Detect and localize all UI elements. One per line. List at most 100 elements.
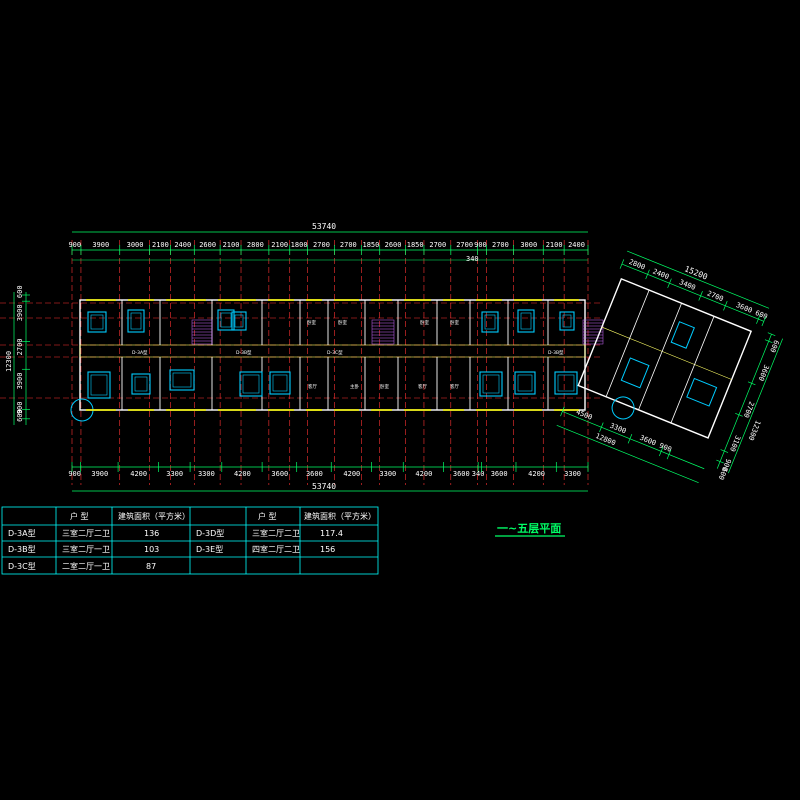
bottom-dim-label: 3600 <box>271 470 288 478</box>
wing-partition <box>670 316 715 424</box>
drawing-title: 一~五层平面 <box>497 522 561 535</box>
room-label: D-3C型 <box>327 349 343 356</box>
room-label: 主卧 <box>350 383 359 390</box>
wing-furniture <box>670 321 695 349</box>
left-dim-label: 2700 <box>16 338 24 355</box>
wing-bottom-dim-tick <box>560 406 565 417</box>
furniture-detail <box>172 372 192 388</box>
wing-outline <box>577 277 753 439</box>
bottom-dim-label: 3300 <box>166 470 183 478</box>
table-cell: D-3E型 <box>196 545 223 554</box>
furniture-block <box>169 369 195 391</box>
furniture-block <box>479 371 503 397</box>
furniture-block <box>239 371 263 397</box>
dim-total-bottom: 53740 <box>312 482 336 491</box>
top-dim-label: 2700 <box>313 241 330 249</box>
room-label: 客厅 <box>450 383 459 390</box>
top-dim-label: 1800 <box>291 241 308 249</box>
bottom-dim-label: 3600 <box>453 470 470 478</box>
wing-right-dim-tick <box>720 449 729 453</box>
drawing-title-group: 一~五层平面 <box>495 522 565 537</box>
furniture-block <box>269 371 291 395</box>
furniture-block <box>517 309 535 333</box>
wing-top-dim-tick <box>645 269 650 280</box>
room-label: 卧室 <box>450 319 459 326</box>
furniture-block <box>559 311 575 331</box>
furniture-block <box>87 371 111 399</box>
bottom-dim-label: 4200 <box>415 470 432 478</box>
wing-right-dim-tick <box>716 459 724 464</box>
corridor <box>79 344 586 358</box>
wing-dim-top <box>627 250 770 309</box>
furniture-detail <box>484 314 496 330</box>
bottom-dimension-chain: 53740 900 3900 4200 3300 3300 4200 3600 3600 420… <box>68 462 589 492</box>
bottom-dim-label: 3600 <box>491 470 508 478</box>
table-cell: D-3C型 <box>8 562 36 571</box>
room-label: D-3B型 <box>236 349 252 356</box>
table-header: 户 型 <box>70 511 89 521</box>
wing-top-dim-tick <box>756 314 761 324</box>
bottom-dim-label: 3300 <box>198 470 215 478</box>
wing-right-dim-tick <box>747 381 756 386</box>
furniture-detail <box>517 374 533 392</box>
furniture-block <box>231 311 247 331</box>
room-label: 客厅 <box>418 383 427 390</box>
wing-dim-top-2 <box>621 263 764 322</box>
left-dim-label: 3900 <box>16 373 24 390</box>
wing-top-dim-tick <box>723 301 728 311</box>
wing-furniture <box>686 377 718 407</box>
bottom-dim-label: 900 <box>68 470 81 478</box>
dim-total-left: 12300 <box>5 351 13 372</box>
wing-right-dim-tick <box>767 332 776 336</box>
left-dim-label: 900 <box>16 402 24 415</box>
top-dim-label: 2100 <box>271 241 288 249</box>
furniture-detail <box>557 374 575 392</box>
wing-top-dim-label: 600 <box>754 309 769 321</box>
bottom-dim-label: 3300 <box>379 470 396 478</box>
bottom-dim-label: 4200 <box>528 470 545 478</box>
wing-furniture <box>620 357 650 389</box>
stairwells <box>191 319 604 345</box>
wing-right-dim-label: 600 <box>717 466 729 481</box>
top-dim-label: 2700 <box>340 241 357 249</box>
dim-special-top: 340 <box>466 255 479 263</box>
bottom-dim-label: 3900 <box>91 470 108 478</box>
room-label: 卧室 <box>380 383 389 390</box>
furniture-symbols <box>87 309 578 399</box>
wing-bottom-dim-label: 3300 <box>609 422 628 436</box>
top-dim-label: 3000 <box>520 241 537 249</box>
bottom-dim-label: 3600 <box>306 470 323 478</box>
left-dim-label: 600 <box>16 409 24 422</box>
top-dim-label: 2600 <box>199 241 216 249</box>
wing-right-dim-tick <box>735 413 743 417</box>
room-label: 客厅 <box>308 383 317 390</box>
top-dim-label: 2100 <box>546 241 563 249</box>
top-dim-label: 1850 <box>363 241 380 249</box>
top-dim-label: 2600 <box>385 241 402 249</box>
bottom-dim-label: 4200 <box>130 470 147 478</box>
bottom-dim-label: 340 <box>472 470 485 478</box>
wing-top-dim-tick <box>761 316 766 327</box>
furniture-detail <box>220 312 232 328</box>
wing-dim-bottom-2 <box>556 425 699 483</box>
wing-corridor <box>601 326 732 380</box>
table-cell: D-3D型 <box>196 529 224 538</box>
wing-dim-bottom <box>562 411 705 470</box>
top-dim-label: 3000 <box>127 241 144 249</box>
bay-window-wing <box>611 396 635 420</box>
top-dim-label: 1850 <box>407 241 424 249</box>
table-header: 户 型 <box>258 511 277 521</box>
table-cell: D-3B型 <box>8 545 36 554</box>
wing-bottom-dim-label: 3600 <box>639 434 658 448</box>
top-dim-label: 2800 <box>247 241 264 249</box>
wing-top-dim-label: 2700 <box>706 289 725 303</box>
top-dim-label: 3900 <box>92 241 109 249</box>
unit-area-table-text: 户 型 建筑面积（平方米） 户 型 建筑面积（平方米） D-3A型 三室二厅二卫… <box>8 511 376 571</box>
furniture-detail <box>242 374 260 394</box>
bottom-dim-label: 4200 <box>234 470 251 478</box>
wing-right-dim-label: 600 <box>768 339 780 354</box>
furniture-detail <box>134 376 148 392</box>
